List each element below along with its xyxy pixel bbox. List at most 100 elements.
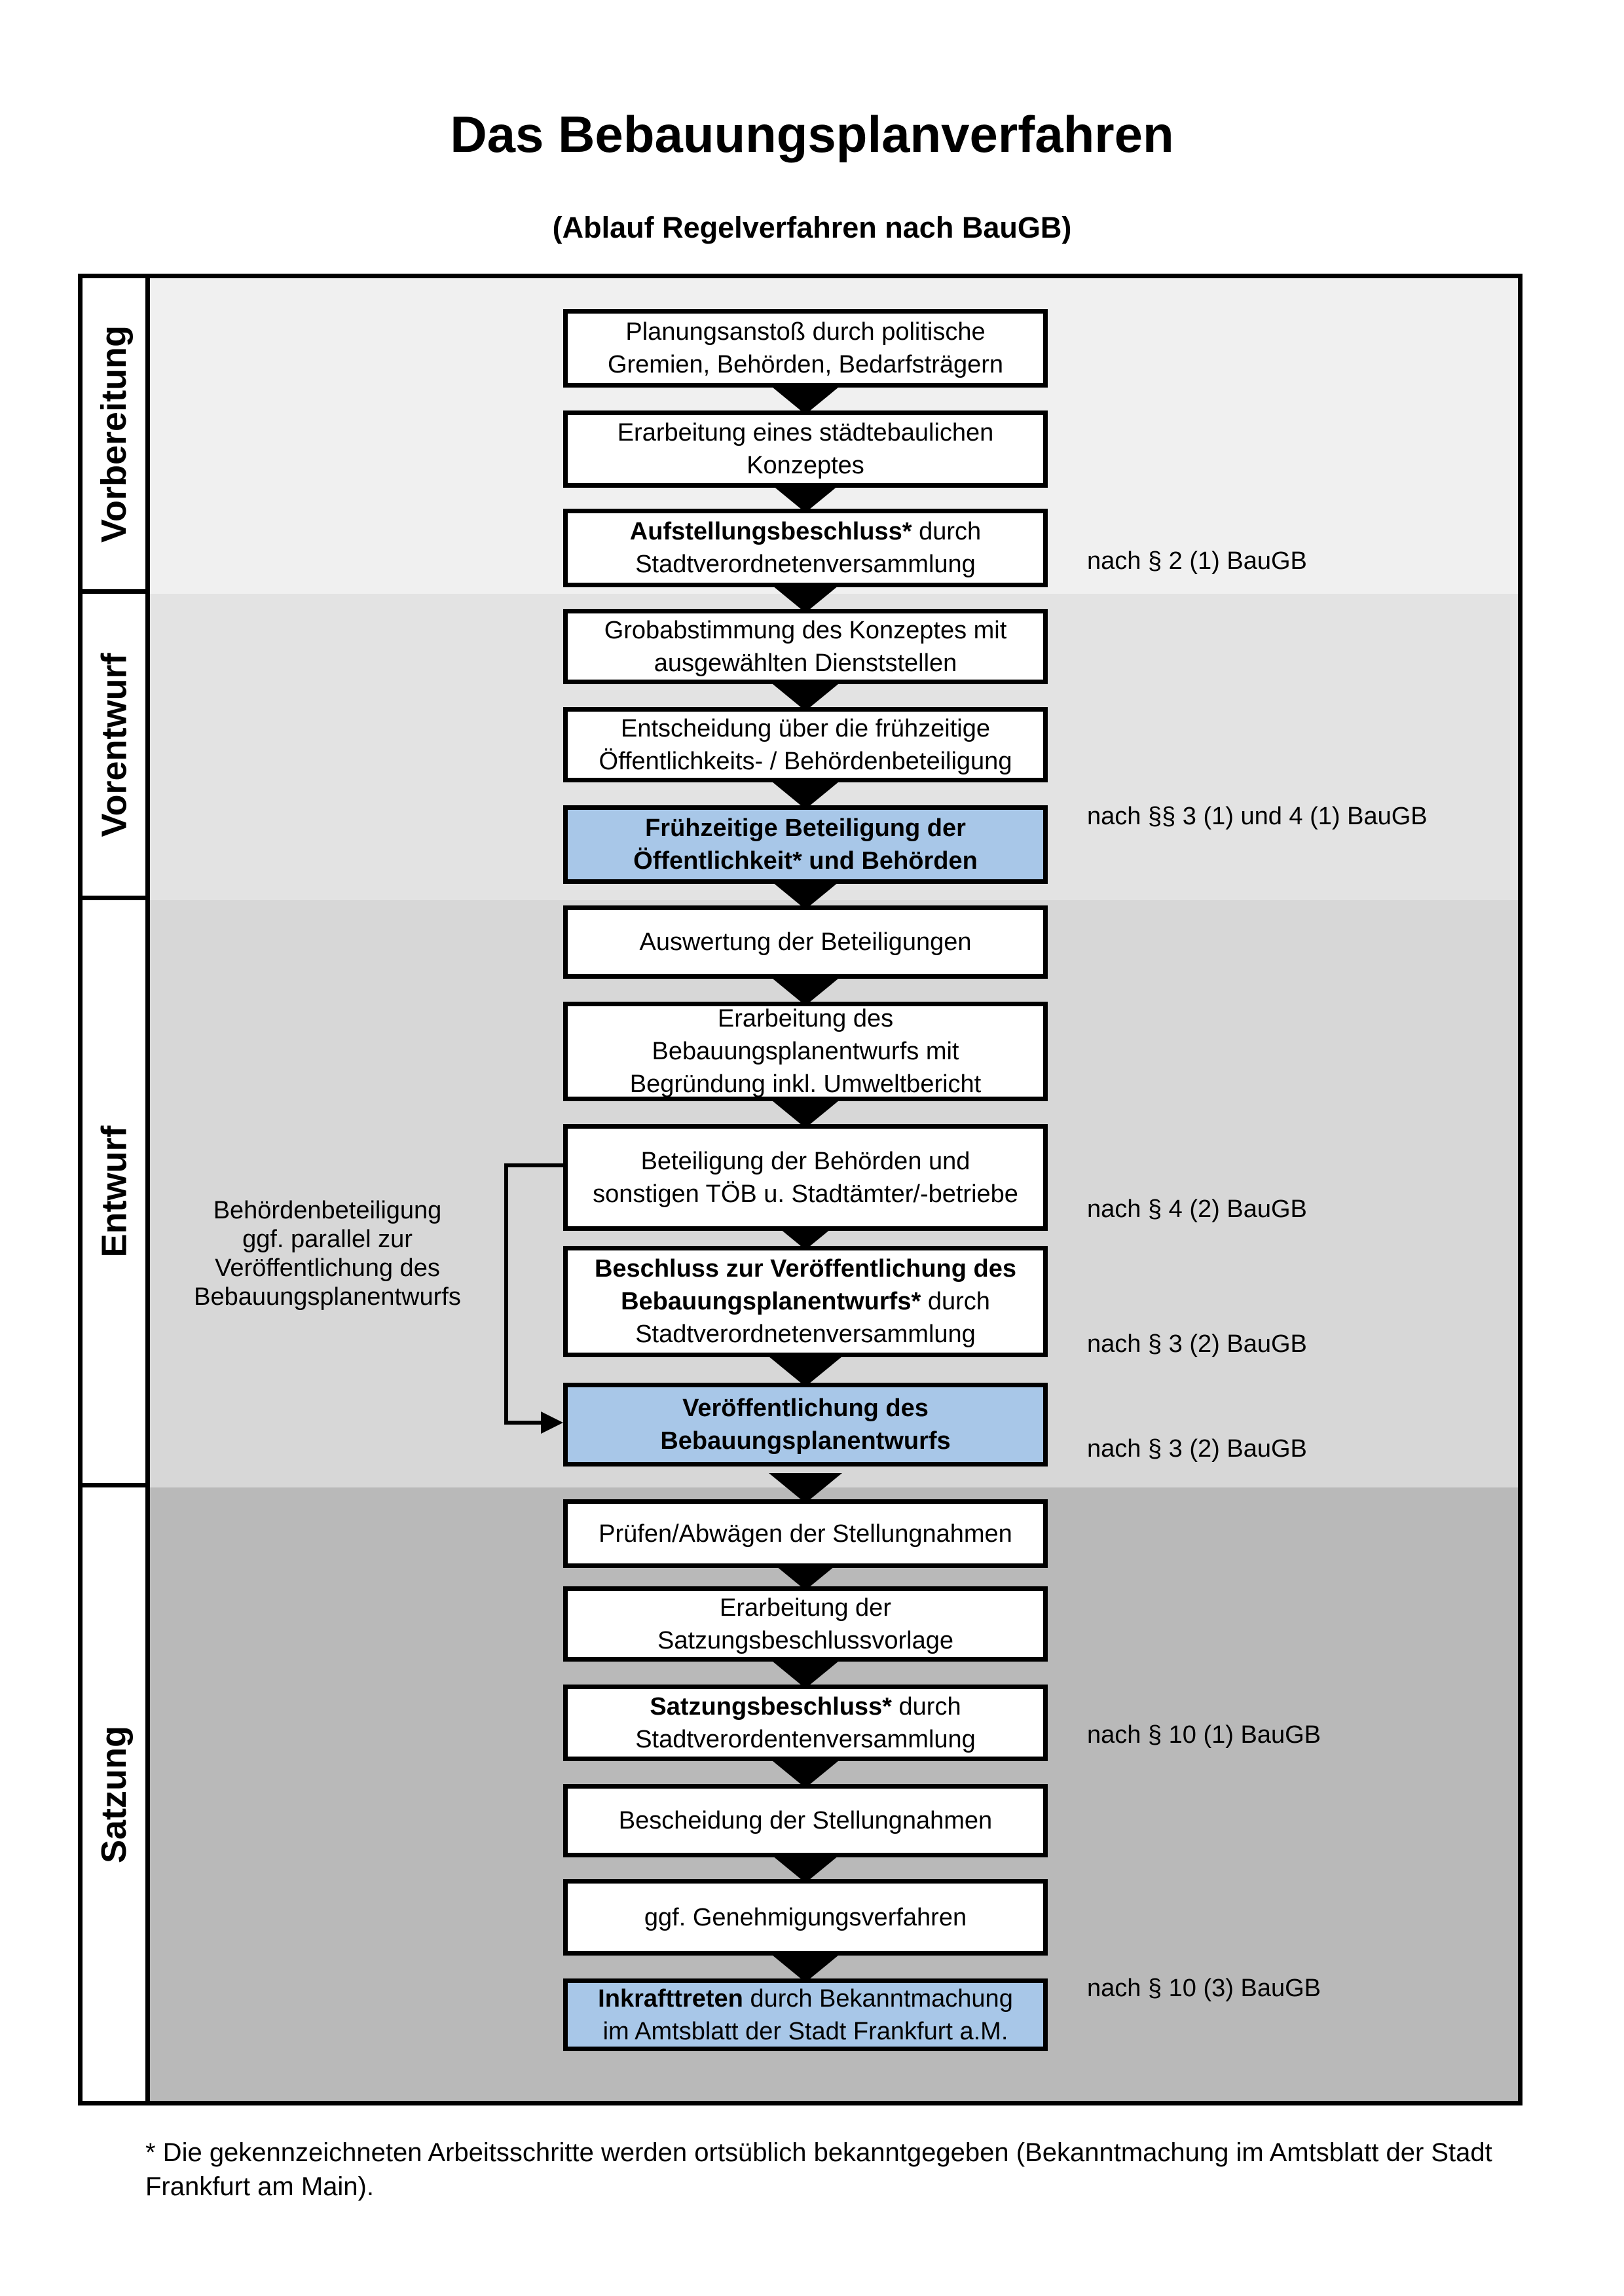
flow-step-text-line: Prüfen/Abwägen der Stellungnahmen xyxy=(599,1518,1012,1550)
flow-step-text-line: Bebauungsplanentwurfs* durch xyxy=(621,1285,990,1318)
flow-step-box-7: Auswertung der Beteiligungen xyxy=(563,905,1048,979)
flow-step-text-line: Inkrafttreten durch Bekanntmachung xyxy=(598,1982,1013,2015)
down-arrow-icon xyxy=(769,1853,842,1883)
down-arrow-icon xyxy=(769,583,842,613)
flow-step-text-line: Entscheidung über die frühzeitige xyxy=(621,712,990,745)
page-subtitle: (Ablauf Regelverfahren nach BauGB) xyxy=(552,211,1072,244)
phase-cell-entwurf: Entwurf xyxy=(83,900,150,1487)
flow-step-text: Bescheidung der Stellungnahmen xyxy=(618,1807,993,1834)
flow-step-text: Erarbeitung der xyxy=(720,1594,891,1622)
flow-step-text: Begründung inkl. Umweltbericht xyxy=(629,1070,982,1098)
flow-step-text-line: Beteiligung der Behörden und xyxy=(641,1145,970,1178)
flow-step-text: Erarbeitung des xyxy=(717,1005,894,1032)
down-arrow-icon xyxy=(769,975,842,1006)
flow-step-text: Prüfen/Abwägen der Stellungnahmen xyxy=(599,1520,1012,1548)
flow-step-text-line: sonstigen TÖB u. Stadtämter/-betriebe xyxy=(593,1178,1018,1211)
down-arrow-icon xyxy=(769,1357,842,1387)
phase-cell-satzung: Satzung xyxy=(83,1487,150,2101)
flow-step-text-line: Bebauungsplanentwurfs xyxy=(660,1425,950,1457)
flow-step-text-line: Frühzeitige Beteiligung der xyxy=(645,812,966,845)
flow-step-text: Grobabstimmung des Konzeptes mit xyxy=(604,616,1007,644)
phase-label-entwurf: Entwurf xyxy=(94,1125,134,1258)
flow-step-text-line: im Amtsblatt der Stadt Frankfurt a.M. xyxy=(603,2015,1008,2048)
flow-step-text-line: Öffentlichkeits- / Behördenbeteiligung xyxy=(599,745,1012,778)
flow-step-text-line: Erarbeitung eines städtebaulichen xyxy=(618,416,994,449)
down-arrow-icon xyxy=(769,384,842,414)
down-arrow-icon xyxy=(769,879,842,909)
flow-step-text: Gremien, Behörden, Bedarfsträgern xyxy=(607,351,1004,378)
down-arrow-icon xyxy=(769,1758,842,1788)
flow-step-text-line: Auswertung der Beteiligungen xyxy=(639,926,971,958)
phase-cell-vorentwurf: Vorentwurf xyxy=(83,594,150,900)
flow-step-text-bold: Veröffentlichung des xyxy=(682,1394,929,1422)
flow-step-box-16: ggf. Genehmigungsverfahren xyxy=(563,1879,1048,1956)
flow-step-text: Stadtverordnetenversammlung xyxy=(635,1321,976,1348)
flow-step-text-line: Satzungsbeschluss* durch xyxy=(650,1690,961,1723)
law-reference-label: nach § 3 (2) BauGB xyxy=(1087,1435,1307,1463)
flow-step-text: Beteiligung der Behörden und xyxy=(640,1147,970,1175)
flow-step-text-line: Gremien, Behörden, Bedarfsträgern xyxy=(608,348,1003,381)
flow-step-text-line: Bescheidung der Stellungnahmen xyxy=(619,1804,992,1837)
law-reference-label: nach § 10 (3) BauGB xyxy=(1087,1975,1321,2002)
footnote: * Die gekennzeichneten Arbeitsschritte w… xyxy=(145,2138,1492,2201)
down-arrow-icon xyxy=(769,1658,842,1688)
flow-step-text: im Amtsblatt der Stadt Frankfurt a.M. xyxy=(602,2017,1008,2045)
down-arrow-icon xyxy=(769,779,842,809)
phase-label-satzung: Satzung xyxy=(94,1725,134,1863)
flow-step-text-line: Satzungsbeschlussvorlage xyxy=(657,1624,953,1657)
flow-step-text-bold: Öffentlichkeit* und Behörden xyxy=(633,847,978,875)
law-reference-label: nach § 10 (1) BauGB xyxy=(1087,1721,1321,1749)
flow-step-text-line: Erarbeitung der xyxy=(720,1592,891,1624)
law-reference-label: nach § 4 (2) BauGB xyxy=(1087,1195,1307,1223)
law-reference-label: nach §§ 3 (1) und 4 (1) BauGB xyxy=(1087,803,1428,830)
flow-step-box-9: Beteiligung der Behörden und sonstigen TÖ… xyxy=(563,1124,1048,1231)
parallel-connector-bottom-segment xyxy=(504,1421,544,1425)
down-arrow-icon xyxy=(769,681,842,711)
side-note: Behördenbeteiligung ggf. parallel zur Ve… xyxy=(157,1196,498,1311)
flow-step-text-line: Bebauungsplanentwurfs mit xyxy=(652,1035,959,1068)
flow-step-text: Erarbeitung eines städtebaulichen xyxy=(617,419,994,446)
side-note-line: ggf. parallel zur xyxy=(242,1226,413,1253)
flow-step-text-line: Öffentlichkeit* und Behörden xyxy=(633,845,978,877)
flow-step-text: Auswertung der Beteiligungen xyxy=(639,928,972,956)
flow-step-text: Stadtverordnetenversammlung xyxy=(635,551,976,578)
down-arrow-icon xyxy=(769,1473,842,1503)
flowchart-frame: Vorbereitung Vorentwurf Entwurf Satzung … xyxy=(78,274,1522,2105)
flow-step-text: ggf. Genehmigungsverfahren xyxy=(644,1903,967,1931)
flow-step-text-line: Beschluss zur Veröffentlichung des xyxy=(595,1252,1016,1285)
flow-step-text: Planungsanstoß durch politische xyxy=(625,318,986,346)
flow-step-text-line: Erarbeitung des xyxy=(718,1002,893,1035)
phase-label-vorbereitung: Vorbereitung xyxy=(94,325,134,543)
law-reference-label: nach § 2 (1) BauGB xyxy=(1087,547,1307,575)
parallel-connector-vertical-segment xyxy=(504,1163,508,1421)
flow-step-text-bold: Bebauungsplanentwurfs* xyxy=(621,1288,921,1315)
flow-step-text-bold: Frühzeitige Beteiligung der xyxy=(645,814,966,842)
parallel-connector-top-segment xyxy=(504,1163,563,1167)
flow-step-text: sonstigen TÖB u. Stadtämter/-betriebe xyxy=(593,1180,1018,1208)
flow-step-box-15: Bescheidung der Stellungnahmen xyxy=(563,1784,1048,1857)
flow-step-box-12: Prüfen/Abwägen der Stellungnahmen xyxy=(563,1499,1048,1568)
flow-step-text-bold: Inkrafttreten xyxy=(598,1984,743,2013)
phase-label-vorentwurf: Vorentwurf xyxy=(94,653,134,837)
flow-step-text: durch Bekanntmachung xyxy=(743,1984,1013,2013)
side-note-line: Veröffentlichung des xyxy=(215,1254,440,1282)
flow-step-text-line: Stadtverordnetenversammlung xyxy=(635,548,976,581)
flow-step-text-line: Stadtverordentenversammlung xyxy=(635,1723,976,1756)
flow-step-text-bold: Bebauungsplanentwurfs xyxy=(660,1427,951,1455)
flow-step-text: Satzungsbeschlussvorlage xyxy=(657,1626,954,1654)
flow-step-text-line: Grobabstimmung des Konzeptes mit xyxy=(604,614,1007,647)
law-reference-label: nach § 3 (2) BauGB xyxy=(1087,1330,1307,1358)
flow-step-text-line: Planungsanstoß durch politische xyxy=(625,316,985,348)
flow-step-text-line: Konzeptes xyxy=(747,449,864,482)
flow-step-text: durch xyxy=(921,1288,990,1315)
